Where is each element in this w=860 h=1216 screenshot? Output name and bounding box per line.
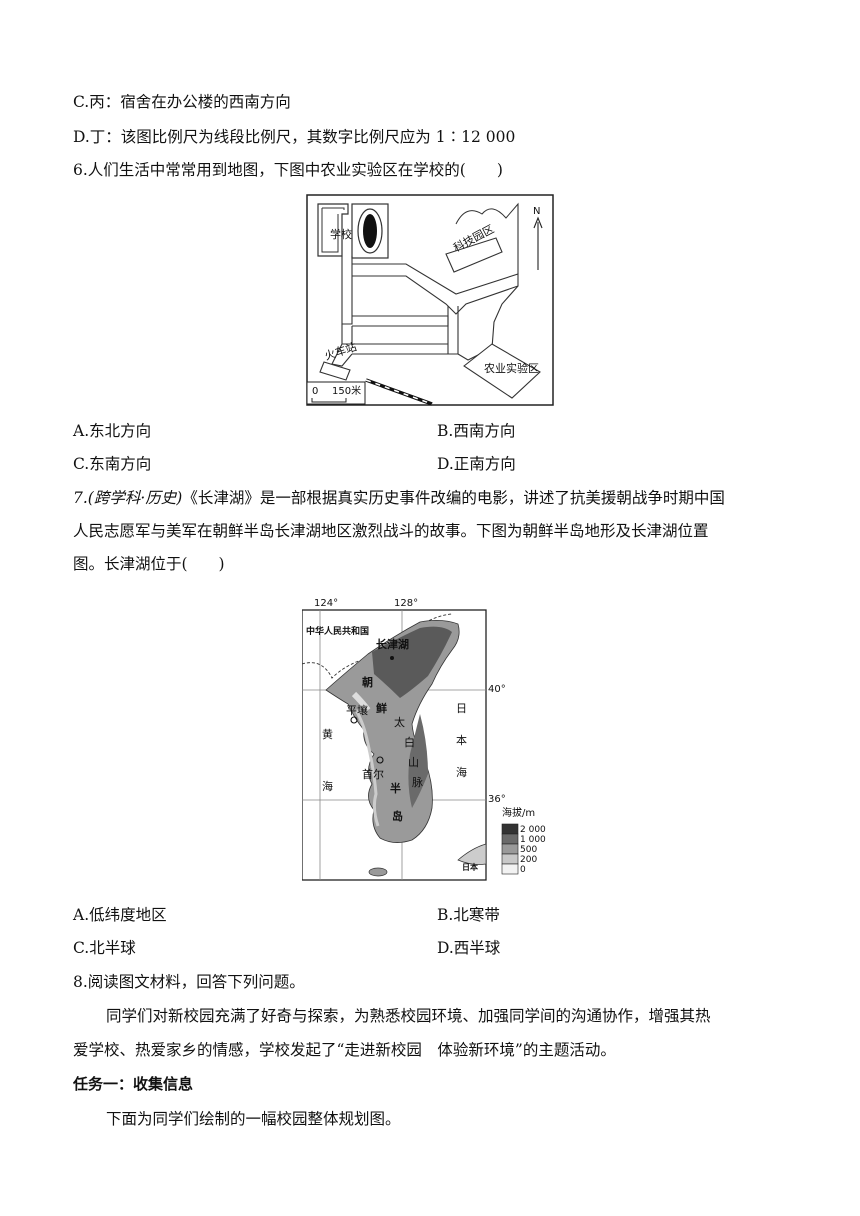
seoul-label: 首尔: [362, 767, 384, 781]
legend-swatch-0: [501, 863, 519, 875]
q7-stem-line3: 图。长津湖位于( ): [73, 555, 225, 573]
peninsula-label-3: 半: [390, 781, 401, 795]
q7-stem-line2: 人民志愿军与美军在朝鲜半岛长津湖地区激烈战斗的故事。下图为朝鲜半岛地形及长津湖位…: [73, 522, 709, 540]
q6-option-a: A.东北方向: [73, 422, 152, 440]
lat-40: 40°: [488, 684, 506, 695]
legend-swatch-200: [501, 853, 519, 865]
legend-swatch-1000: [501, 833, 519, 845]
lake-marker: [390, 656, 394, 660]
q7-option-b: B.北寒带: [437, 906, 500, 924]
school-label: 学校: [330, 227, 352, 241]
scale-length: 150米: [332, 384, 361, 397]
japan-sea-label-1: 日: [456, 702, 467, 715]
japan-sea-label-2: 本: [456, 733, 467, 747]
mountain-label-1: 太: [394, 716, 405, 729]
q8-task1-heading: 任务一：收集信息: [73, 1075, 194, 1093]
q6-stem: 6.人们生活中常常用到地图，下图中农业实验区在学校的( ): [73, 161, 503, 179]
japan-label: 日本: [462, 862, 478, 872]
q7-option-d: D.西半球: [437, 939, 501, 957]
mountain-label-2: 白: [404, 735, 415, 749]
legend-0: 0: [520, 865, 526, 875]
japan-sea-label-3: 海: [456, 765, 467, 779]
q8-para1-line2: 爱学校、热爱家乡的情感，学校发起了“走进新校园 体验新环境”的主题活动。: [73, 1041, 616, 1059]
mountain-label-3: 山: [408, 756, 419, 769]
q7-stem-line1: 7.(跨学科·历史)《长津湖》是一部根据真实历史事件改编的电影，讲述了抗美援朝战…: [73, 489, 725, 507]
scale-zero: 0: [312, 386, 318, 397]
peninsula-label-1: 朝: [362, 675, 373, 689]
lon-124: 124°: [314, 598, 338, 609]
legend-500: 500: [520, 845, 537, 855]
q7-tag: 7.(跨学科·历史): [73, 489, 183, 507]
q6-town-map: 学校 科技园区 N 农业实验区 火车站 0 150米: [306, 194, 554, 406]
legend-200: 200: [520, 855, 537, 865]
yellow-sea-label-2: 海: [322, 779, 333, 793]
q8-para1-line1: 同学们对新校园充满了好奇与探索，为熟悉校园环境、加强同学间的沟通协作，增强其热: [106, 1007, 711, 1025]
q7-korea-map: 124° 128° 40° 36° 中华人民共和国 长津湖 平壤 首尔 黄 海 …: [302, 598, 546, 881]
lon-128: 128°: [394, 598, 418, 609]
q8-para2: 下面为同学们绘制的一幅校园整体规划图。: [106, 1110, 401, 1128]
pyongyang-label: 平壤: [346, 703, 368, 717]
q6-option-b: B.西南方向: [437, 422, 516, 440]
north-label: N: [533, 206, 540, 217]
lat-36: 36°: [488, 794, 506, 805]
legend-2000: 2 000: [520, 825, 546, 835]
legend-1000: 1 000: [520, 835, 546, 845]
lake-label: 长津湖: [376, 637, 409, 651]
q7-option-c: C.北半球: [73, 939, 136, 957]
mountain-label-4: 脉: [412, 775, 423, 789]
seoul-marker: [376, 756, 384, 764]
pyongyang-marker: [350, 716, 358, 724]
peninsula-label-2: 鲜: [376, 701, 387, 715]
q7-option-a: A.低纬度地区: [73, 906, 167, 924]
q8-stem: 8.阅读图文材料，回答下列问题。: [73, 973, 305, 991]
agri-label: 农业实验区: [484, 361, 539, 375]
q5-option-d: D.丁：该图比例尺为线段比例尺，其数字比例尺应为 1∶12 000: [73, 128, 516, 146]
legend-swatch-2000: [501, 823, 519, 835]
peninsula-label-4: 岛: [392, 809, 403, 823]
q5-option-c: C.丙：宿舍在办公楼的西南方向: [73, 93, 291, 111]
q6-option-d: D.正南方向: [437, 455, 516, 473]
q6-option-c: C.东南方向: [73, 455, 152, 473]
china-label: 中华人民共和国: [306, 625, 369, 637]
yellow-sea-label-1: 黄: [322, 727, 333, 741]
legend-title: 海拔/m: [502, 806, 535, 819]
legend-swatch-500: [501, 843, 519, 855]
